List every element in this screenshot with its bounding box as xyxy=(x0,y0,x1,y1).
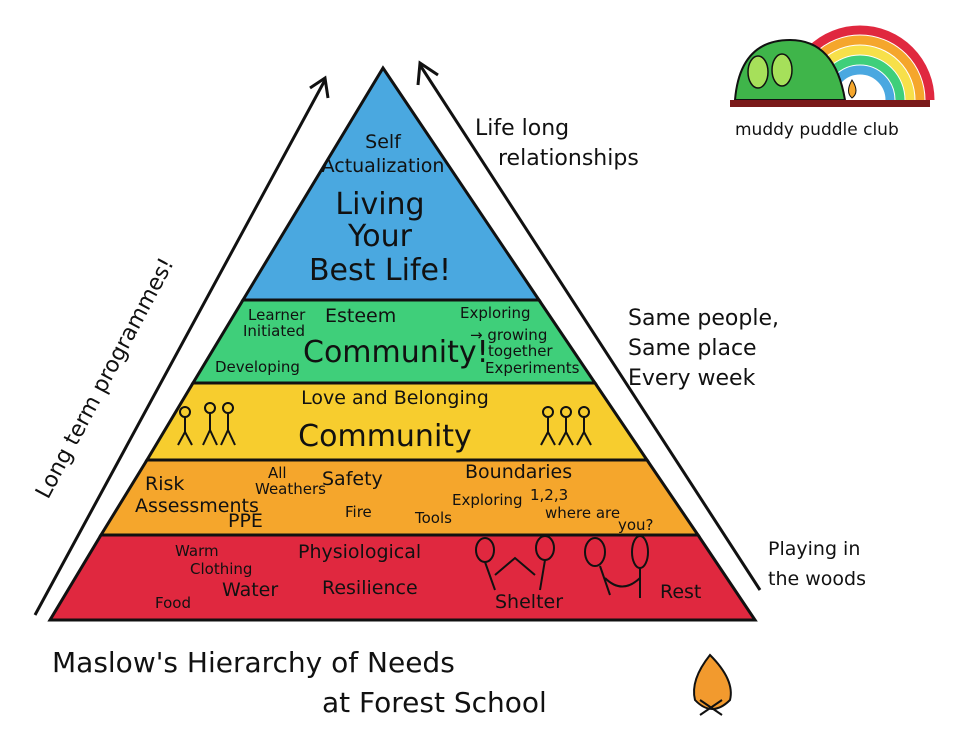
physiological-label: Physiological xyxy=(298,541,421,563)
all-text: All xyxy=(268,464,287,482)
fire-text: Fire xyxy=(345,503,372,521)
where-are-text: where are xyxy=(545,504,620,522)
your-text: Your xyxy=(347,219,413,254)
logo-text: muddy puddle club xyxy=(735,120,899,140)
rest-text: Rest xyxy=(660,581,701,603)
exploring-text: Exploring xyxy=(460,304,531,322)
relationships-text: relationships xyxy=(498,146,639,171)
diagram-title-line2: at Forest School xyxy=(322,686,547,719)
initiated-text: Initiated xyxy=(243,322,305,340)
diagram-title-line1: Maslow's Hierarchy of Needs xyxy=(52,646,455,679)
same-place-text: Same place xyxy=(628,336,757,361)
developing-text: Developing xyxy=(215,358,300,376)
layer-physiological xyxy=(47,533,758,622)
resilience-text: Resilience xyxy=(322,577,418,599)
assessments-text: Assessments xyxy=(135,495,259,517)
love-community-text: Community xyxy=(298,419,472,454)
best-life-text: Best Life! xyxy=(309,253,451,288)
playing-in-text: Playing in xyxy=(768,538,860,560)
every-week-text: Every week xyxy=(628,366,756,391)
trees-shelter-icon xyxy=(475,535,649,598)
food-text: Food xyxy=(155,594,191,612)
risk-text: Risk xyxy=(145,473,184,495)
the-woods-text: the woods xyxy=(768,568,866,590)
muddy-puddle-club-logo: muddy puddle club xyxy=(730,25,935,140)
weathers-text: Weathers xyxy=(255,480,326,498)
actualization-label: Actualization xyxy=(322,155,445,177)
warm-text: Warm xyxy=(175,542,219,560)
esteem-label: Esteem xyxy=(325,305,396,327)
same-people-text: Same people, xyxy=(628,306,779,331)
clothing-text: Clothing xyxy=(190,560,252,578)
together-text: together xyxy=(488,342,553,360)
growing-text: → growing xyxy=(470,326,547,344)
tools-text: Tools xyxy=(414,509,452,527)
learner-text: Learner xyxy=(248,306,306,324)
exploring-safety-text: Exploring xyxy=(452,491,523,509)
right-arrow xyxy=(416,60,762,591)
esteem-community-text: Community! xyxy=(303,335,489,370)
self-label: Self xyxy=(365,131,402,153)
count-text: 1,2,3 xyxy=(530,486,568,504)
living-text: Living xyxy=(335,187,424,222)
experiments-text: Experiments xyxy=(485,359,580,377)
left-arrow xyxy=(33,75,330,616)
ppe-text: PPE xyxy=(228,510,263,532)
love-belonging-label: Love and Belonging xyxy=(301,387,489,409)
boundaries-text: Boundaries xyxy=(465,461,572,483)
safety-label: Safety xyxy=(322,468,383,490)
life-long-text: Life long xyxy=(475,116,569,141)
you-text: you? xyxy=(618,516,654,534)
water-text: Water xyxy=(222,579,278,601)
stick-figures-right-icon xyxy=(540,406,592,446)
campfire-icon xyxy=(693,653,732,716)
shelter-text: Shelter xyxy=(495,591,563,613)
stick-figures-left-icon xyxy=(177,402,236,446)
